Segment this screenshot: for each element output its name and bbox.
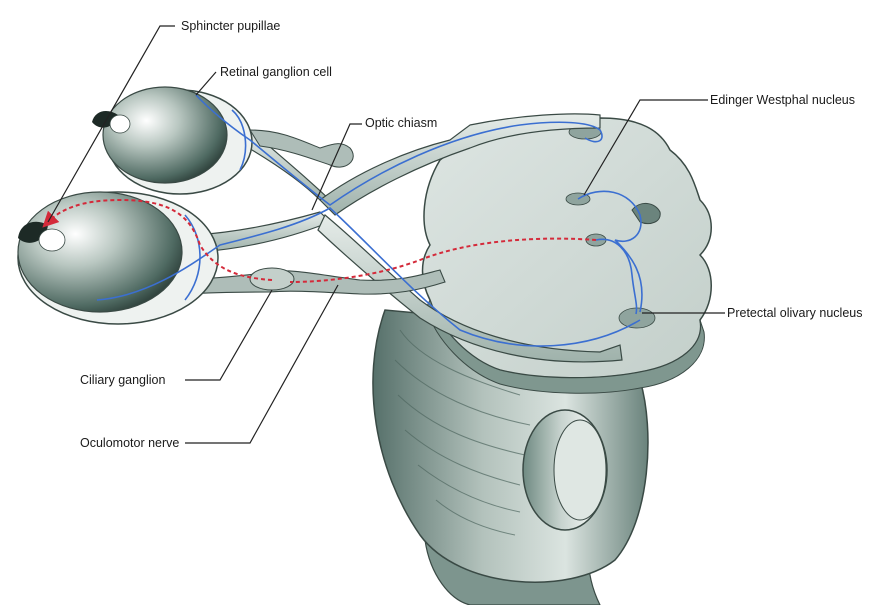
label-retinal-ganglion-cell: Retinal ganglion cell bbox=[220, 65, 332, 79]
label-pretectal-olivary-nucleus: Pretectal olivary nucleus bbox=[727, 306, 862, 320]
label-ciliary-ganglion: Ciliary ganglion bbox=[80, 373, 166, 387]
label-sphincter-pupillae: Sphincter pupillae bbox=[181, 19, 280, 33]
label-edinger-westphal-nucleus: Edinger Westphal nucleus bbox=[710, 93, 855, 107]
label-optic-chiasm: Optic chiasm bbox=[365, 116, 437, 130]
lower-eyeball bbox=[18, 192, 218, 324]
label-oculomotor-nerve: Oculomotor nerve bbox=[80, 436, 179, 450]
leader-retinal-ganglion-cell bbox=[196, 72, 216, 95]
leader-ciliary-ganglion bbox=[185, 290, 272, 380]
